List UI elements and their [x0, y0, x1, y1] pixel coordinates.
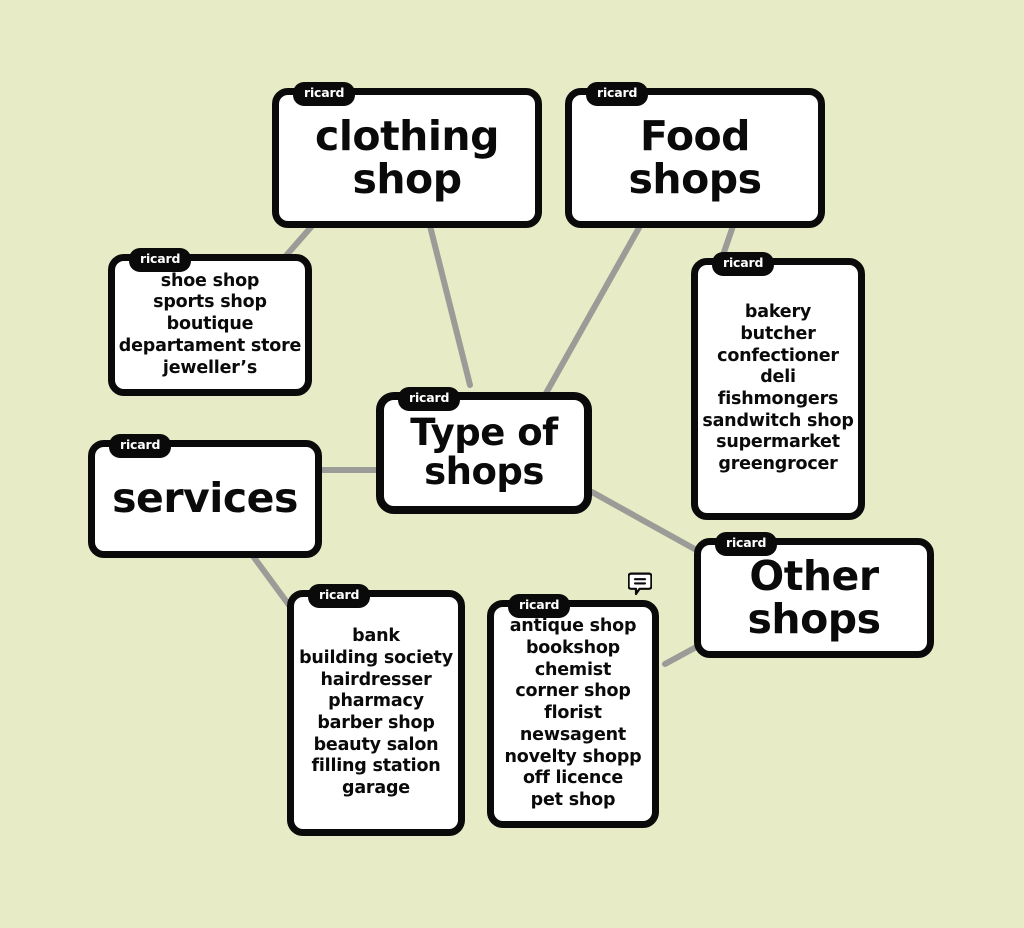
- list-item: boutique: [166, 314, 254, 335]
- list-item: building society: [299, 647, 453, 668]
- list-item: beauty salon: [313, 734, 439, 755]
- node-badge: ricard: [712, 252, 775, 276]
- list-item: hairdresser: [320, 669, 432, 690]
- node-badge: ricard: [308, 584, 371, 608]
- node-badge: ricard: [129, 248, 192, 272]
- list-item: sandwitch shop: [702, 410, 854, 431]
- list-item: supermarket: [716, 432, 840, 453]
- node-title: clothing shop: [315, 111, 499, 203]
- list-item: corner shop: [515, 681, 631, 702]
- list-item: pet shop: [530, 789, 616, 810]
- list-item: greengrocer: [718, 454, 838, 475]
- node-title: services: [112, 474, 298, 523]
- list-item: garage: [342, 778, 410, 799]
- node-other-shops[interactable]: ricard Other shops: [694, 532, 934, 658]
- list-item: chemist: [534, 659, 612, 680]
- list-item: confectioner: [717, 345, 839, 366]
- node-type-of-shops[interactable]: ricard Type of shops: [376, 387, 592, 514]
- node-badge: ricard: [508, 594, 571, 618]
- node-badge: ricard: [586, 82, 649, 106]
- node-title: Other shops: [747, 551, 881, 643]
- node-title: Food shops: [628, 111, 762, 203]
- list-item: antique shop: [509, 616, 637, 637]
- node-services[interactable]: ricard services: [88, 434, 322, 558]
- list-item: barber shop: [317, 713, 435, 733]
- edge-center-to-other: [589, 489, 703, 555]
- list-item: florist: [544, 703, 602, 724]
- list-item: departament store: [118, 335, 302, 356]
- list-item: bakery: [744, 302, 812, 323]
- list-item: filling station: [311, 756, 441, 777]
- comment-bubble-icon[interactable]: [627, 572, 653, 598]
- edge-other-to-items: [662, 642, 703, 667]
- node-badge: ricard: [293, 82, 356, 106]
- node-clothing-shop[interactable]: ricard clothing shop: [272, 82, 542, 228]
- list-item: sports shop: [153, 292, 267, 313]
- node-food-shops[interactable]: ricard Food shops: [565, 82, 825, 228]
- list-item: bank: [352, 626, 400, 647]
- list-item: bookshop: [525, 638, 621, 659]
- list-item: shoe shop: [160, 270, 260, 291]
- node-title: Type of shops: [410, 411, 558, 493]
- list-item: newsagent: [519, 724, 627, 745]
- node-badge: ricard: [398, 387, 461, 411]
- list-item: novelty shopp: [504, 746, 642, 767]
- list-item: fishmongers: [717, 389, 839, 409]
- edge-food-to-center: [542, 223, 643, 398]
- edge-clothing-to-center: [427, 223, 473, 388]
- list-item: off licence: [522, 768, 624, 789]
- list-item: pharmacy: [328, 691, 424, 712]
- list-item: deli: [760, 367, 796, 388]
- list-item: butcher: [740, 323, 816, 344]
- list-item: jeweller’s: [162, 357, 258, 378]
- node-badge: ricard: [715, 532, 778, 556]
- node-badge: ricard: [109, 434, 172, 458]
